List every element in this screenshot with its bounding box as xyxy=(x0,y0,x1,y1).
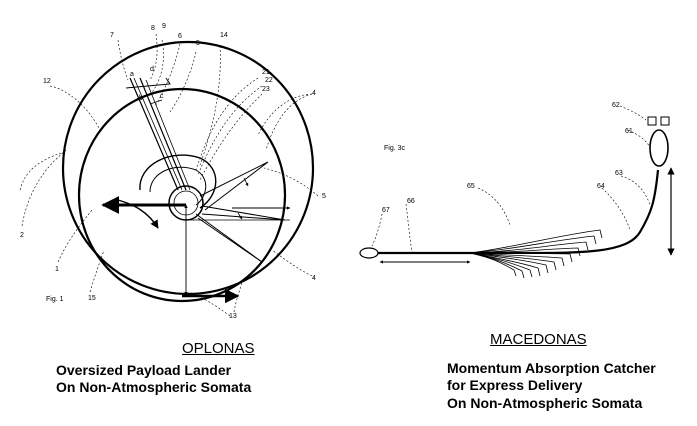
ref-63: 63 xyxy=(615,170,623,177)
inner-ring xyxy=(77,87,287,303)
ref-2: 2 xyxy=(20,232,24,239)
macedonas-title: MACEDONAS xyxy=(490,331,587,348)
macedonas-figure: 62 61 63 64 65 66 67 Fig. 3c xyxy=(359,102,675,279)
oplonas-figure: 8 9 7 6 5 14 12 21 22 23 4 5 2 1 4 15 13… xyxy=(19,23,326,320)
ref-22: 22 xyxy=(265,77,273,84)
ref-12: 12 xyxy=(43,78,51,85)
ref-13: 14 xyxy=(220,32,228,39)
fig-1-label: Fig. 1 xyxy=(46,296,64,303)
ref-5: 5 xyxy=(322,193,326,200)
ref-66: 66 xyxy=(407,198,415,205)
ref-15: 15 xyxy=(88,295,96,302)
catcher-pod xyxy=(359,247,379,259)
ref-7: 7 xyxy=(110,32,114,39)
oplonas-caption-line-1: Oversized Payload Lander xyxy=(56,362,232,378)
bristle-fan xyxy=(469,229,603,279)
ref-8: 6 xyxy=(178,33,182,40)
ref-62: 62 xyxy=(612,102,620,109)
ref-6: 5 xyxy=(196,40,200,47)
ref-21: 21 xyxy=(262,69,270,76)
ref-9: 8 xyxy=(151,25,155,32)
marker-square-2 xyxy=(660,116,670,126)
outer-ring xyxy=(61,40,315,296)
ref-10: 9 xyxy=(162,23,166,30)
ref-4-top: 4 xyxy=(312,90,316,97)
macedonas-caption-line-3: On Non-Atmospheric Somata xyxy=(447,395,643,411)
oplonas-ref-labels: 8 9 7 6 5 14 12 21 22 23 4 5 2 1 4 15 13… xyxy=(20,23,326,320)
oplonas-title: OPLONAS xyxy=(182,340,255,357)
ref-65: 65 xyxy=(467,183,475,190)
marker-square-1 xyxy=(647,116,657,126)
letter-a: a xyxy=(130,71,134,78)
letter-b: b xyxy=(139,95,143,102)
ref-4-bottom: 4 xyxy=(312,275,316,282)
ref-1: 1 xyxy=(55,266,59,273)
macedonas-caption-line-2: for Express Delivery xyxy=(447,377,583,393)
balloon xyxy=(649,129,669,167)
ref-61: 61 xyxy=(625,128,633,135)
letter-c: c xyxy=(160,93,164,100)
macedonas-ref-labels: 62 61 63 64 65 66 67 Fig. 3c xyxy=(382,102,633,214)
main-cable xyxy=(469,169,660,255)
macedonas-caption-line-1: Momentum Absorption Catcher xyxy=(447,360,656,376)
ref-64: 64 xyxy=(597,183,605,190)
ref-67: 67 xyxy=(382,207,390,214)
fig-3c-label: Fig. 3c xyxy=(384,145,406,152)
ref-23: 23 xyxy=(262,86,270,93)
ref-14: 13 xyxy=(229,313,237,320)
oplonas-caption-line-2: On Non-Atmospheric Somata xyxy=(56,379,252,395)
letter-d: d xyxy=(150,66,154,73)
